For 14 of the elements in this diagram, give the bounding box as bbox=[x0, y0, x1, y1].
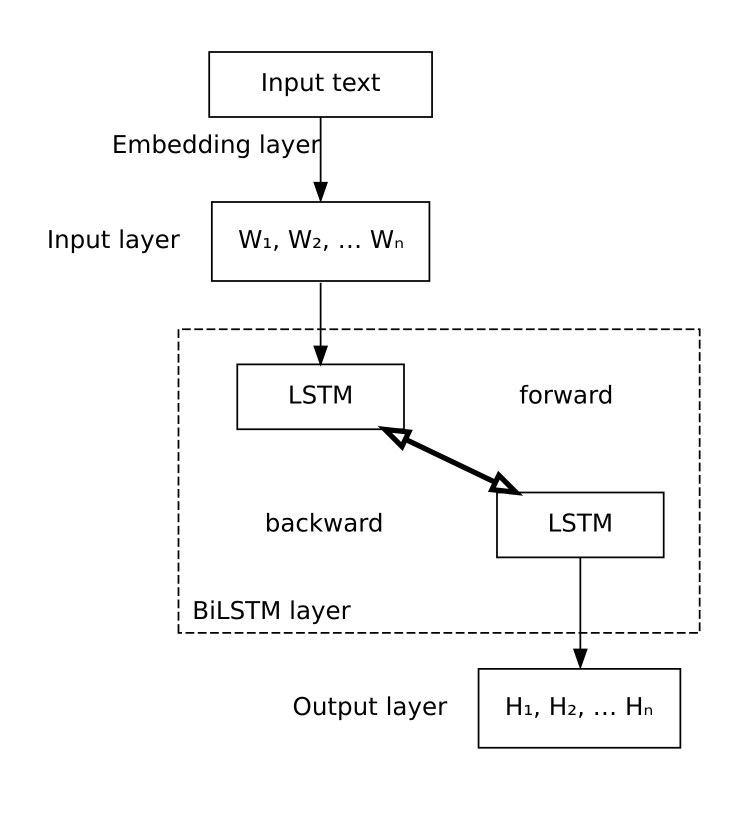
arrow bbox=[572, 558, 588, 670]
arrow bbox=[313, 117, 328, 203]
node-label: Input layer bbox=[46, 225, 180, 254]
node-label: Output layer bbox=[292, 692, 448, 721]
arrow bbox=[378, 426, 524, 496]
node-box: Input text bbox=[208, 51, 433, 118]
label: backward bbox=[264, 508, 384, 538]
edge-label: Embedding layer bbox=[112, 130, 321, 159]
node-box: H₁, H₂, … Hₙ bbox=[478, 668, 682, 749]
label: forward bbox=[519, 380, 614, 410]
node-box: LSTM bbox=[496, 492, 665, 558]
arrow bbox=[313, 282, 328, 367]
node-box: LSTM bbox=[236, 364, 405, 430]
node-box: W₁, W₂, … Wₙ bbox=[210, 201, 430, 282]
